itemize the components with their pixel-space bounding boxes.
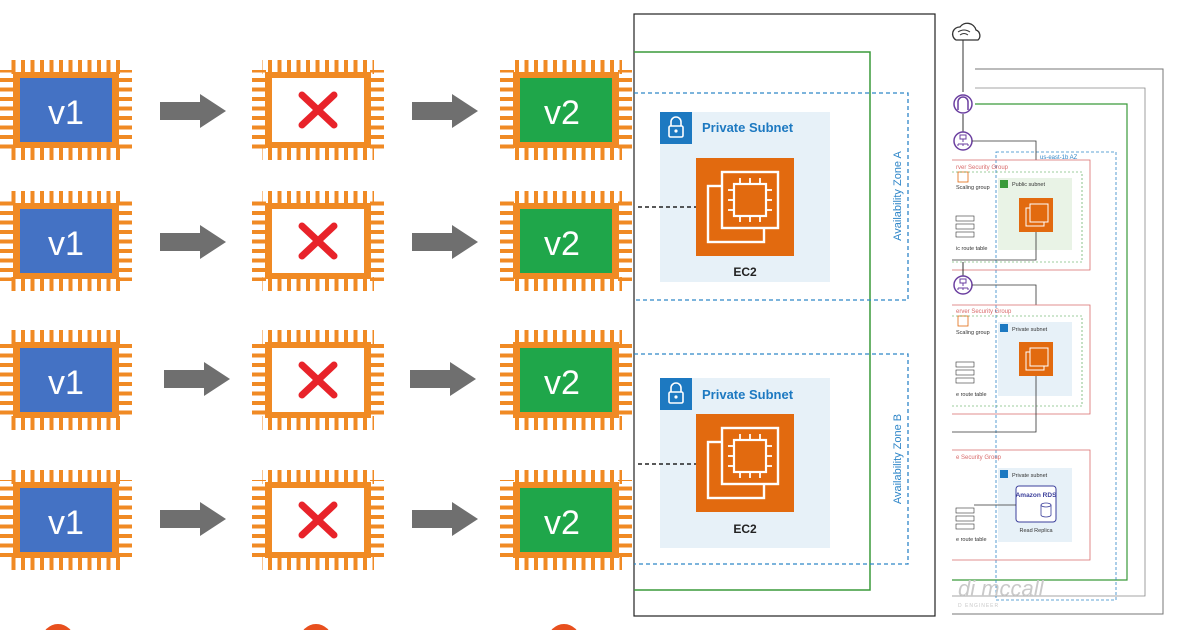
load-balancer-icon [953, 131, 973, 151]
x-mark-icon [298, 361, 338, 399]
rds-icon: Amazon RDS [1015, 485, 1057, 523]
chip-v1: v1 [0, 60, 132, 160]
chip-label: v1 [48, 225, 84, 263]
security-group-label: erver Security Group [956, 309, 1012, 315]
arrow-right-icon [164, 362, 230, 396]
cloud-icon [952, 22, 981, 41]
subnet-title: Private Subnet [702, 120, 794, 135]
availability-zone-b: Availability Zone B Private Subnet [634, 353, 909, 565]
arrow-right-icon [160, 94, 226, 128]
chip-label: v2 [544, 225, 580, 263]
ec2-icon [696, 158, 794, 256]
x-mark-icon [298, 91, 338, 129]
security-group-label: e Security Group [956, 455, 1002, 461]
data-tier-section: e Security Group Private subnet Amazon R… [952, 449, 1091, 561]
scaling-group-label: Scaling group [956, 185, 990, 191]
subnet-label: Public subnet [1012, 182, 1045, 188]
chip-failed [252, 60, 384, 160]
arrow-right-icon [410, 362, 476, 396]
ec2-icon [696, 414, 794, 512]
ec2-icon [1019, 342, 1053, 376]
lock-icon [660, 378, 692, 410]
availability-zone-a: Availability Zone A Private Subnet [634, 92, 909, 301]
chip-v2: v2 [500, 191, 632, 291]
chip-v1: v1 [0, 470, 132, 570]
swap-row: v1 [0, 330, 632, 430]
chip-label: v2 [544, 94, 580, 132]
az-label: us-east-1b AZ [1040, 155, 1078, 161]
outer-frame [952, 68, 1164, 615]
right-panel: us-east-1b AZ rver Security Group Scalin… [952, 22, 1164, 615]
route-table-icon [955, 361, 975, 384]
ec2-icon [1019, 198, 1053, 232]
load-balancer-icon [953, 275, 973, 295]
swap-row: v1 [0, 191, 632, 291]
chip-v1: v1 [0, 191, 132, 291]
auto-scaling-icon [957, 171, 969, 183]
route-table-label: ic route table [956, 246, 988, 252]
subnet-label: Private subnet [1012, 473, 1048, 479]
rds-sub-label: Read Replica [1019, 528, 1053, 534]
arrow-right-icon [160, 502, 226, 536]
zone-label: Availability Zone B [892, 414, 904, 504]
chip-label: v1 [48, 504, 84, 542]
chip-v1: v1 [0, 330, 132, 430]
arrow-right-icon [160, 225, 226, 259]
chip-label: v1 [48, 364, 84, 402]
middle-panel: Availability Zone A Private Subnet [633, 13, 936, 617]
watermark-sub: D ENGINEER [958, 603, 999, 609]
arrow-right-icon [412, 94, 478, 128]
internet-gateway-icon [953, 94, 973, 114]
chip-label: v1 [48, 94, 84, 132]
auto-scaling-icon [957, 315, 969, 327]
chip-v2: v2 [500, 330, 632, 430]
chip-failed [252, 330, 384, 430]
app-tier-section: erver Security Group Scaling group Priva… [952, 304, 1091, 433]
chip-failed [252, 470, 384, 570]
vpc-border [952, 103, 1128, 581]
route-table-label: e route table [956, 537, 987, 543]
chip-label: v2 [544, 364, 580, 402]
chip-v2: v2 [500, 470, 632, 570]
subnet-title: Private Subnet [702, 387, 794, 402]
left-panel: v1 [0, 60, 632, 630]
watermark: di mccall [958, 576, 1045, 601]
security-group-label: rver Security Group [956, 165, 1009, 171]
chip-label: v2 [544, 504, 580, 542]
cut-off-icons [45, 624, 577, 630]
az-frame [995, 151, 1117, 601]
arrow-right-icon [412, 225, 478, 259]
swap-row: v1 [0, 60, 632, 160]
swap-row: v1 [0, 470, 632, 570]
rds-name: Amazon RDS [1016, 492, 1057, 499]
ec2-label: EC2 [733, 522, 757, 536]
x-mark-icon [298, 222, 338, 260]
lock-icon [660, 112, 692, 144]
chip-v2: v2 [500, 60, 632, 160]
route-table-icon [955, 215, 975, 238]
arrow-right-icon [412, 502, 478, 536]
route-table-icon [955, 507, 975, 530]
vpc-border [634, 51, 871, 591]
x-mark-icon [298, 501, 338, 539]
chip-failed [252, 191, 384, 291]
route-table-label: e route table [956, 392, 987, 398]
ec2-label: EC2 [733, 265, 757, 279]
zone-label: Availability Zone A [892, 150, 904, 240]
web-tier-section: rver Security Group Scaling group Public… [952, 159, 1091, 271]
subnet-label: Private subnet [1012, 327, 1048, 333]
scaling-group-label: Scaling group [956, 330, 990, 336]
